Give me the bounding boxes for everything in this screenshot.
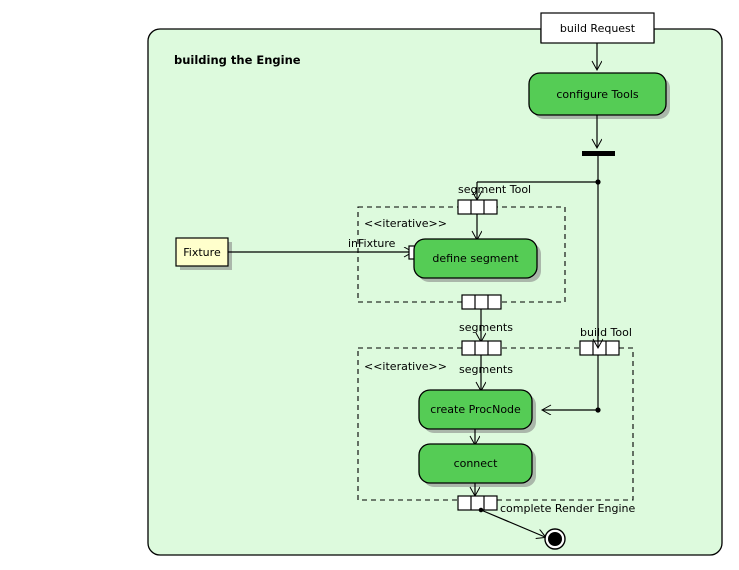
fixture-label: Fixture bbox=[183, 245, 221, 259]
build-request-node[interactable] bbox=[540, 12, 655, 44]
pin-segments-out[interactable] bbox=[461, 294, 502, 310]
create-procnode-node[interactable] bbox=[418, 389, 536, 433]
region-2-stereotype: <<iterative>> bbox=[364, 360, 447, 373]
segments-out-label: segments bbox=[459, 321, 513, 334]
define-segment-label: define segment bbox=[432, 252, 519, 265]
connect-label: connect bbox=[453, 457, 498, 470]
pin-build-tool[interactable] bbox=[579, 340, 620, 356]
configure-tools-label: configure Tools bbox=[556, 87, 639, 101]
activity-final-node[interactable] bbox=[544, 528, 566, 550]
activity-frame bbox=[147, 28, 723, 556]
define-segment-node[interactable] bbox=[413, 238, 541, 282]
complete-render-engine-label: complete Render Engine bbox=[500, 502, 636, 515]
infixture-label: inFixture bbox=[348, 237, 396, 250]
fork-node bbox=[582, 151, 615, 156]
junction-dot-segmenttool bbox=[595, 179, 601, 185]
edge-completepin-to-final bbox=[481, 510, 545, 537]
region-1-stereotype: <<iterative>> bbox=[364, 217, 447, 230]
segment-tool-pin-label: segment Tool bbox=[458, 183, 532, 196]
frame-title: building the Engine bbox=[174, 53, 301, 67]
pin-complete-render-engine[interactable] bbox=[457, 495, 498, 511]
pin-segment-tool[interactable] bbox=[457, 199, 498, 215]
fixture-node[interactable] bbox=[175, 237, 232, 270]
build-tool-label: build Tool bbox=[580, 326, 632, 339]
segments-in-label: segments bbox=[459, 363, 513, 376]
pin-segments-in[interactable] bbox=[461, 340, 502, 356]
build-request-label: build Request bbox=[559, 21, 636, 35]
create-procnode-label: create ProcNode bbox=[430, 403, 521, 416]
